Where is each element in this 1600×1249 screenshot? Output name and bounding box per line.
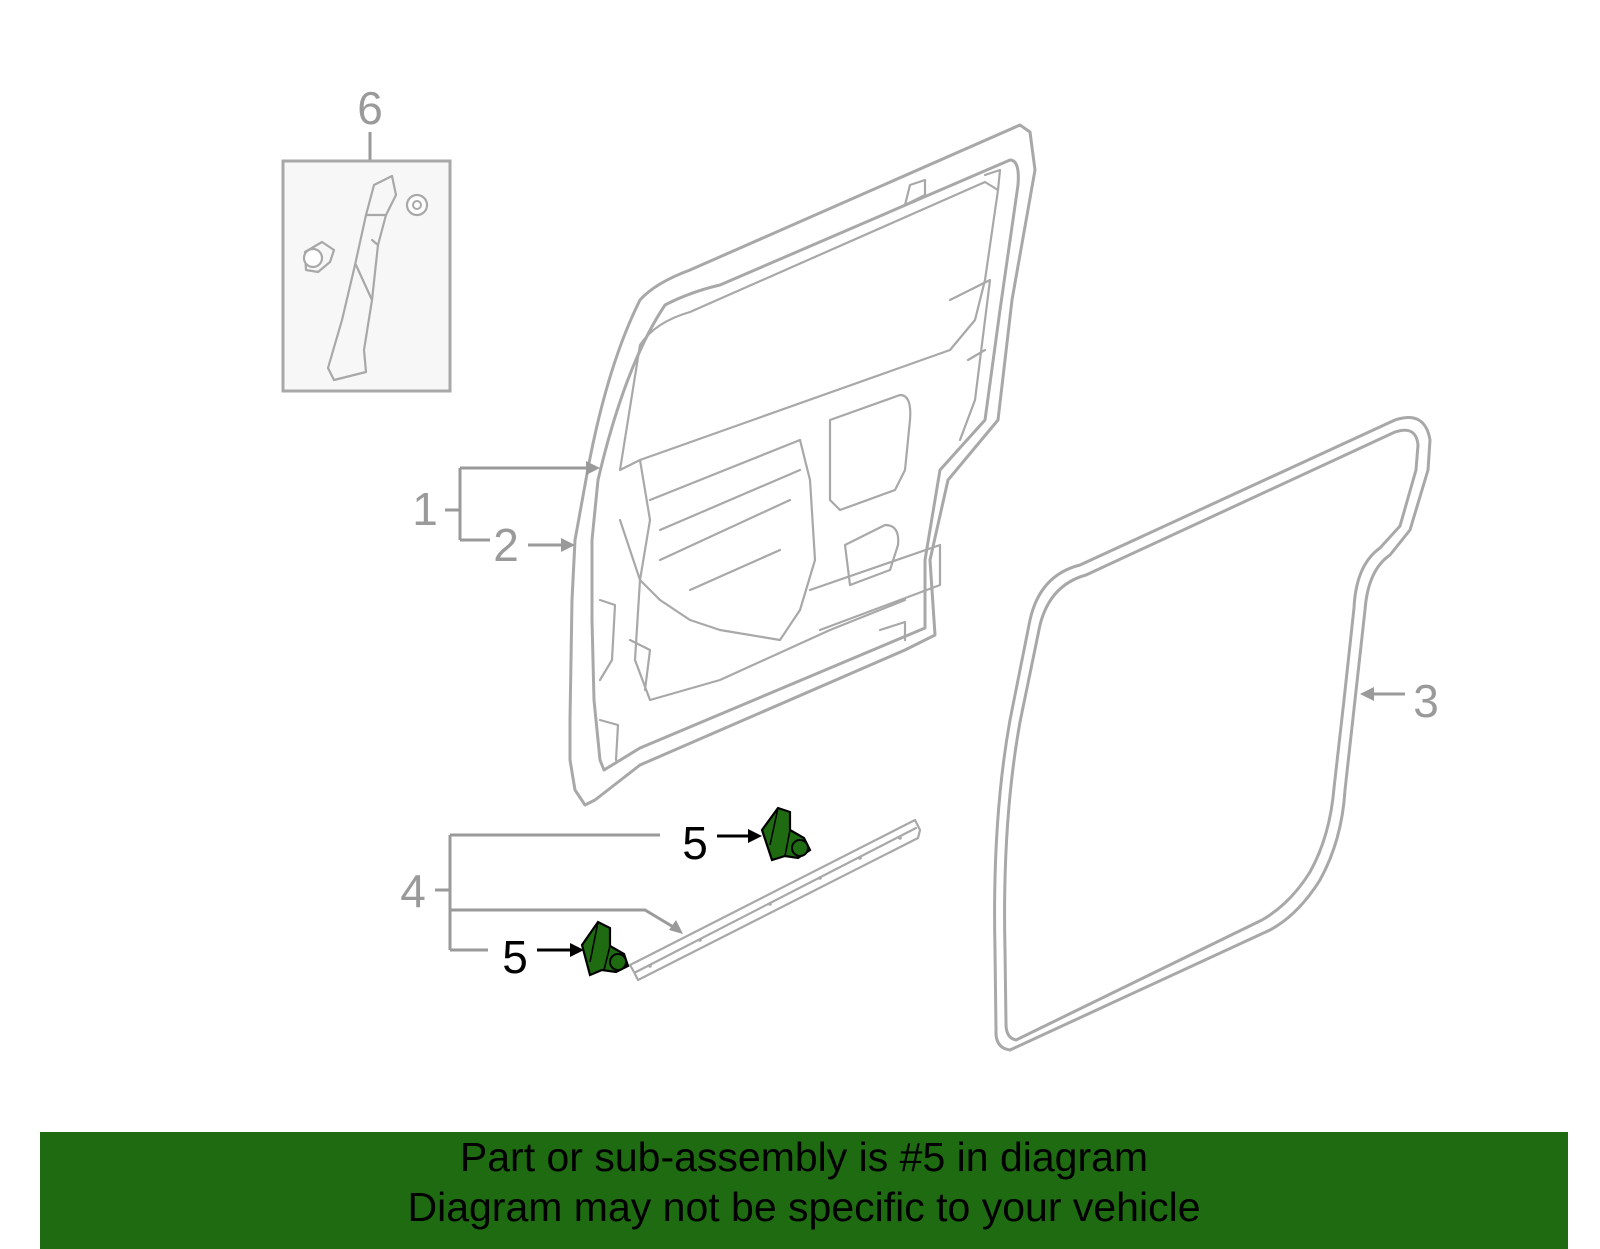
callout-5-lower[interactable]: 5 xyxy=(502,931,528,983)
caption-line-disclaimer: Diagram may not be specific to your vehi… xyxy=(407,1184,1201,1230)
caption-line-part: Part or sub-assembly is #5 in diagram xyxy=(459,1134,1149,1180)
callout-5-upper[interactable]: 5 xyxy=(682,817,708,869)
callout-4: 4 xyxy=(400,865,426,917)
caption-banner: Part or sub-assembly is #5 in diagram Di… xyxy=(40,1132,1568,1249)
clip-upper-highlight[interactable] xyxy=(760,806,812,862)
callout-2: 2 xyxy=(493,519,519,571)
leader-lines xyxy=(435,461,1405,957)
door-weatherstrip xyxy=(993,416,1432,1052)
clip-lower-highlight[interactable] xyxy=(580,920,630,977)
callout-1: 1 xyxy=(412,483,438,535)
trim-kit-inset xyxy=(281,132,452,393)
callout-6: 6 xyxy=(357,82,383,134)
door-shell xyxy=(568,123,1037,807)
lower-seal xyxy=(628,818,922,982)
callout-3: 3 xyxy=(1413,675,1439,727)
